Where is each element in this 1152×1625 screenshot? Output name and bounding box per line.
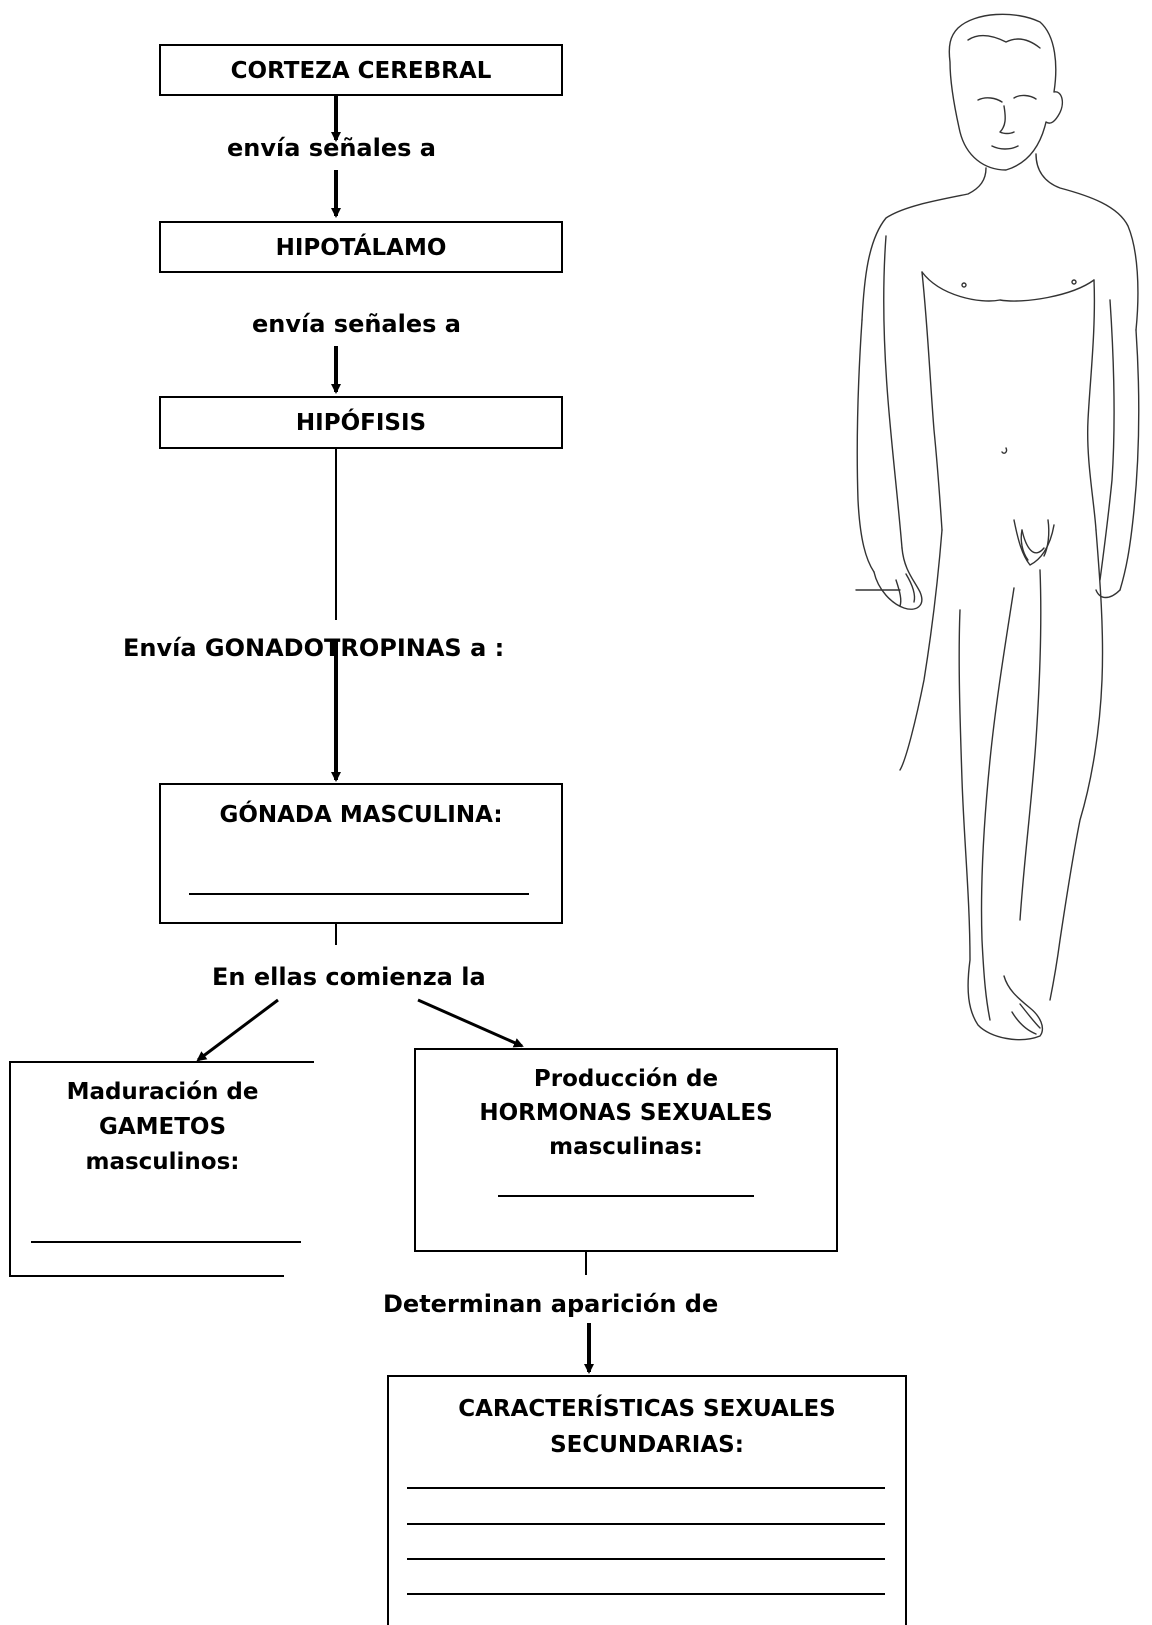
node-label-3: masculinos: (85, 1149, 240, 1175)
arrow-to-maduracion (196, 998, 279, 1062)
node-hipotalamo: HIPOTÁLAMO (159, 221, 563, 273)
node-corteza-cerebral: CORTEZA CEREBRAL (159, 44, 563, 96)
arrow-to-produccion (417, 998, 524, 1048)
answer-blank-3[interactable] (407, 1558, 885, 1560)
edge-label-gonadotropinas: Envía GONADOTROPINAS a : (123, 634, 505, 662)
node-hipofisis: HIPÓFISIS (159, 396, 563, 449)
edge-label-determinan: Determinan aparición de (383, 1290, 719, 1318)
node-label: HIPOTÁLAMO (275, 235, 447, 261)
edge-label-envia-senales-2: envía señales a (252, 310, 461, 338)
edge-label-envia-senales-1: envía señales a (227, 134, 436, 162)
node-label: HIPÓFISIS (295, 410, 427, 436)
node-label: CORTEZA CEREBRAL (230, 58, 492, 84)
node-label-3: masculinas: (549, 1134, 703, 1160)
node-label-2: SECUNDARIAS: (550, 1432, 744, 1458)
male-body-illustration (855, 13, 1140, 1041)
node-label-1: Maduración de (66, 1079, 259, 1105)
answer-blank-4[interactable] (407, 1593, 885, 1595)
answer-blank[interactable] (189, 893, 529, 895)
node-label-1: CARACTERÍSTICAS SEXUALES (458, 1396, 836, 1422)
node-produccion-hormonas: Producción de HORMONAS SEXUALES masculin… (414, 1048, 838, 1252)
node-label-1: Producción de (533, 1066, 719, 1092)
node-gonada-masculina: GÓNADA MASCULINA: (159, 783, 563, 924)
node-maduracion-gametos: Maduración de GAMETOS masculinos: (9, 1061, 314, 1277)
maduracion-bottom-edge (9, 1275, 284, 1277)
answer-blank-1[interactable] (407, 1487, 885, 1489)
answer-blank[interactable] (31, 1241, 301, 1243)
answer-blank[interactable] (498, 1195, 754, 1197)
node-caracteristicas-sexuales: CARACTERÍSTICAS SEXUALES SECUNDARIAS: (387, 1375, 907, 1625)
edge-label-comienza: En ellas comienza la (212, 963, 486, 991)
node-label-2: GAMETOS (98, 1114, 227, 1140)
answer-blank-2[interactable] (407, 1523, 885, 1525)
node-label-2: HORMONAS SEXUALES (479, 1100, 773, 1126)
node-label: GÓNADA MASCULINA: (219, 802, 503, 828)
